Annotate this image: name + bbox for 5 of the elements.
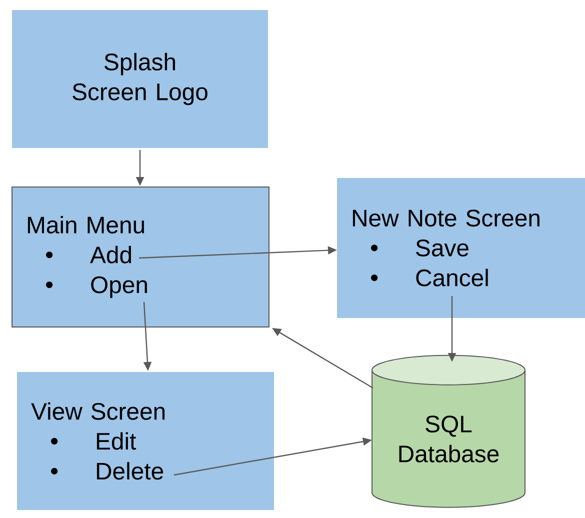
screen-box: Splash Screen Logo	[12, 10, 268, 148]
database-cylinder: SQL Database	[372, 354, 526, 508]
screen-box: New Note Screen Save Cancel	[337, 178, 585, 318]
screen-box: Main Menu Add Open	[12, 186, 270, 328]
screen-box: View Screen Edit Delete	[17, 372, 274, 510]
